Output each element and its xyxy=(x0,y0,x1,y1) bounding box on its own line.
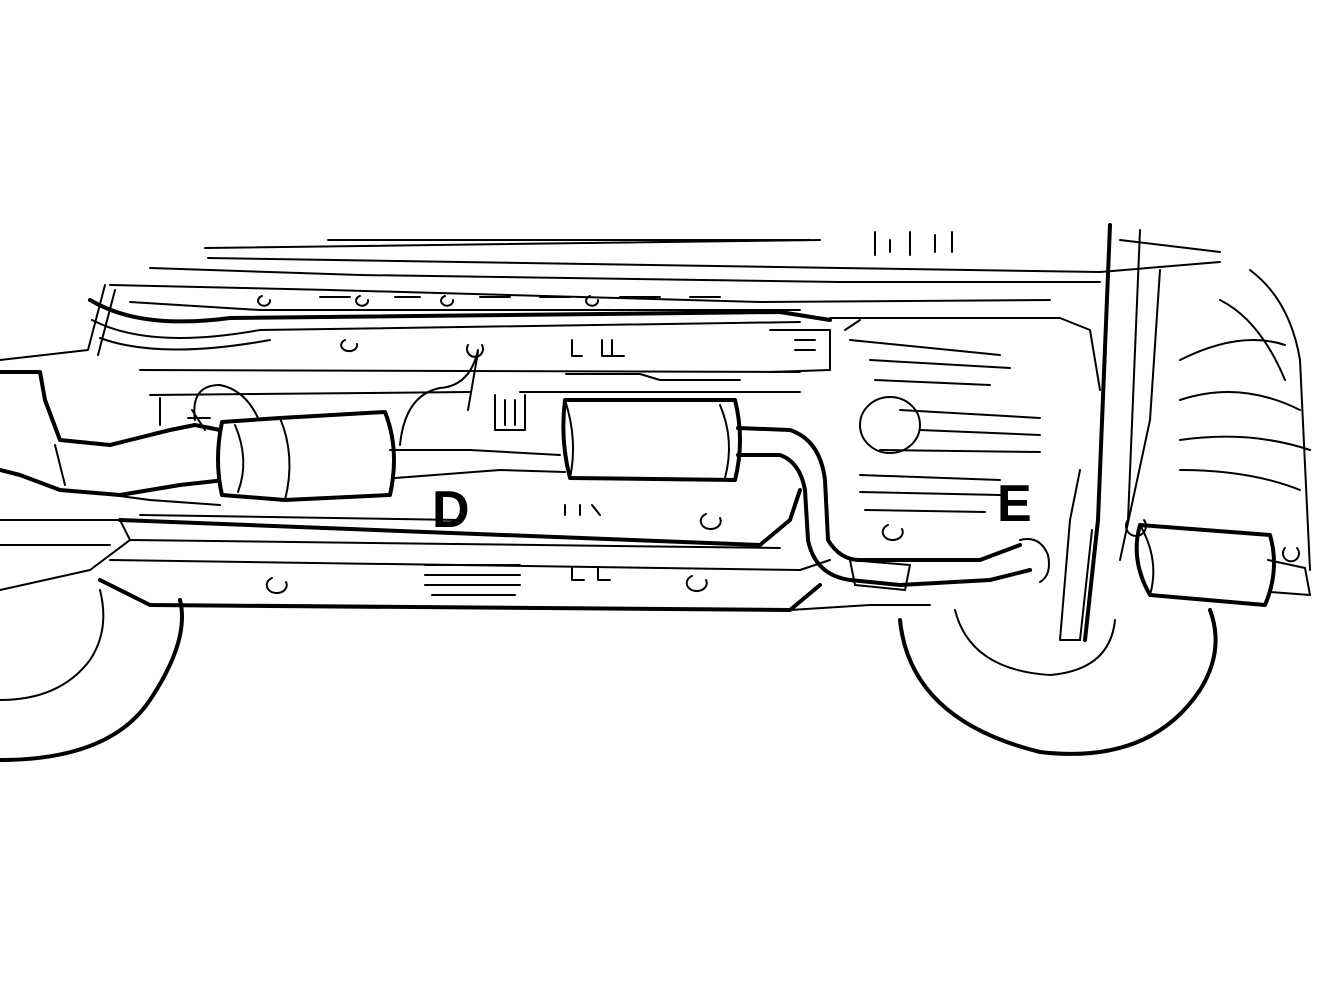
rear-muffler xyxy=(1125,519,1311,607)
exhaust-hanger-bracket xyxy=(494,394,526,431)
front-wheel xyxy=(0,589,184,762)
side-sill xyxy=(98,488,931,612)
underbody-floor xyxy=(88,231,1221,426)
exhaust-front-pipe xyxy=(0,370,227,497)
catalytic-converter xyxy=(216,410,566,502)
rear-suspension xyxy=(1059,223,1311,642)
rear-wheel xyxy=(898,608,1218,756)
exhaust-intermediate-pipe xyxy=(736,426,1050,591)
callout-label-d: D xyxy=(432,481,470,539)
rear-floor-panel xyxy=(769,317,1101,542)
sensor-wiring xyxy=(187,344,484,446)
callout-label-e: E xyxy=(997,475,1032,533)
center-muffler xyxy=(561,398,742,482)
